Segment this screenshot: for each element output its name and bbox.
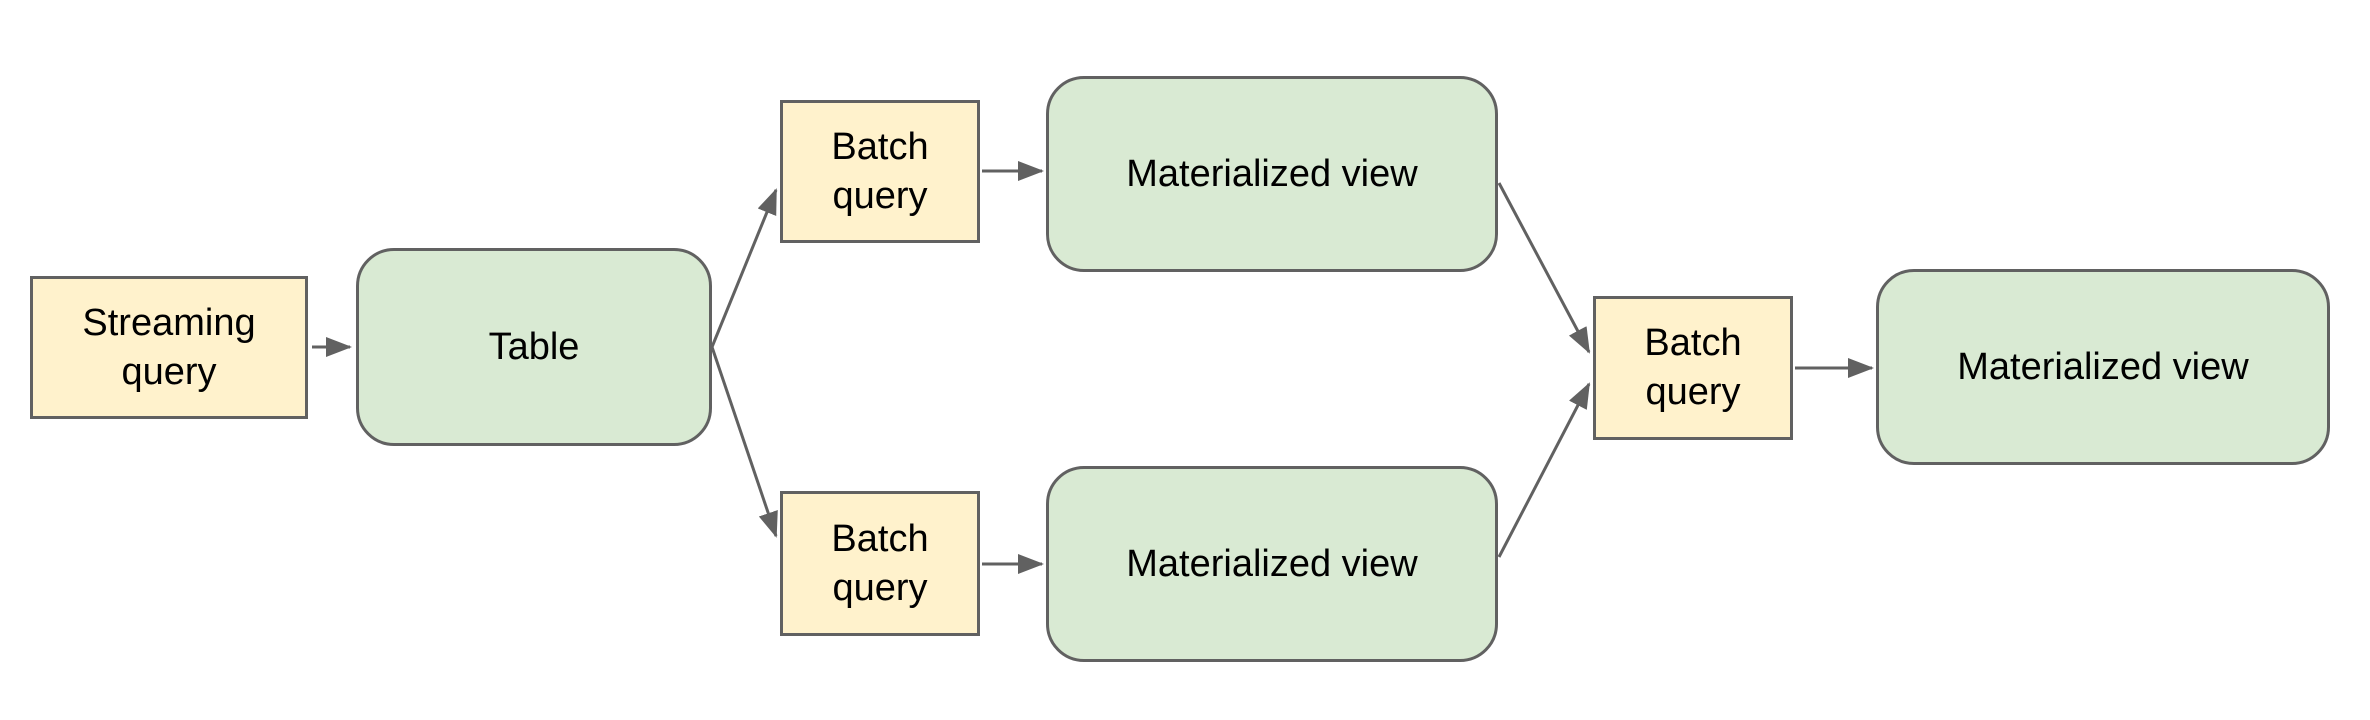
node-batch-query-final: Batch query <box>1593 296 1793 440</box>
node-materialized-view-top: Materialized view <box>1046 76 1498 272</box>
edge-table-to-batch-query-top <box>710 188 778 348</box>
node-batch-query-bottom: Batch query <box>780 491 980 636</box>
node-table: Table <box>356 248 712 446</box>
node-table-label: Table <box>488 325 580 368</box>
node-streaming-query: Streaming query <box>30 276 308 419</box>
node-streaming-query-label: Streaming query <box>82 301 256 393</box>
node-materialized-view-final-label: Materialized view <box>1957 345 2249 388</box>
node-batch-query-bottom-label: Batch query <box>831 517 929 609</box>
node-batch-query-final-label: Batch query <box>1644 322 1742 413</box>
node-materialized-view-final: Materialized view <box>1876 269 2330 465</box>
node-materialized-view-top-label: Materialized view <box>1126 152 1418 195</box>
node-materialized-view-bottom: Materialized view <box>1046 466 1498 662</box>
node-materialized-view-bottom-label: Materialized view <box>1126 542 1418 585</box>
edge-materialized-view-top-to-batch-query-final <box>1497 182 1591 354</box>
edge-table-to-batch-query-bottom <box>710 346 778 538</box>
edge-materialized-view-bottom-to-batch-query-final <box>1497 382 1591 558</box>
node-batch-query-top-label: Batch query <box>831 125 929 217</box>
node-batch-query-top: Batch query <box>780 100 980 243</box>
